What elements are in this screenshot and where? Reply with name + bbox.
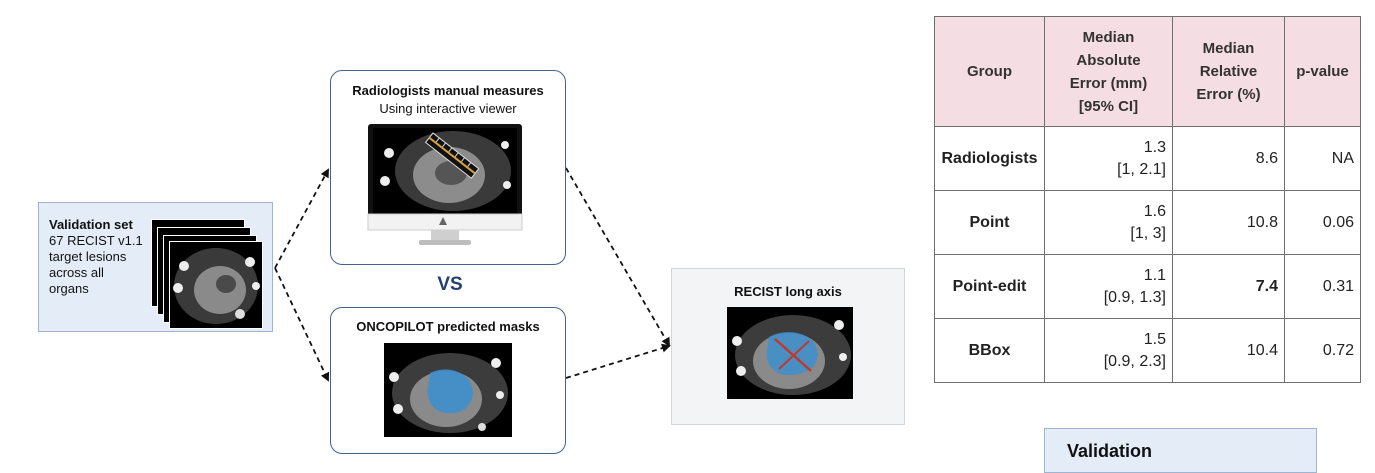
- monitor-icon: [367, 124, 523, 245]
- group-cell: Radiologists: [934, 126, 1045, 191]
- validation-legend-title: Validation: [1067, 441, 1153, 461]
- validation-set-box: Validation set 67 RECIST v1.1 target les…: [38, 202, 273, 332]
- header-p-value: p-value: [1284, 16, 1361, 127]
- arrow-oncopilot-to-recist: [565, 343, 671, 379]
- validation-legend-box: Validation: [1044, 428, 1317, 473]
- abs-error-cell: 1.1[0.9, 1.3]: [1044, 254, 1173, 319]
- abs-error-cell: 1.3[1, 2.1]: [1044, 126, 1173, 191]
- group-cell: Point-edit: [934, 254, 1045, 319]
- radiologists-box-title: Radiologists manual measures: [352, 83, 544, 98]
- relative-error-cell: 10.4: [1172, 318, 1285, 383]
- radiologists-box: Radiologists manual measures Using inter…: [330, 70, 566, 265]
- p-value-cell: 0.72: [1284, 318, 1361, 383]
- arrow-radiologists-to-recist: [565, 167, 671, 347]
- arrow-to-oncopilot: [274, 267, 330, 382]
- best-abs-value: 1.1: [1143, 266, 1166, 284]
- relative-error-cell: 10.8: [1172, 190, 1285, 255]
- validation-set-line: 67 RECIST v1.1: [49, 233, 143, 248]
- group-cell: Point: [934, 190, 1045, 255]
- validation-set-text: Validation set 67 RECIST v1.1 target les…: [49, 217, 149, 297]
- validation-set-line: organs: [49, 281, 89, 296]
- abs-error-cell: 1.5[0.9, 2.3]: [1044, 318, 1173, 383]
- validation-set-line: across all: [49, 265, 104, 280]
- table-row: BBox 1.5[0.9, 2.3] 10.4 0.72: [934, 318, 1361, 383]
- header-group: Group: [934, 16, 1045, 127]
- radiologists-box-subtitle: Using interactive viewer: [379, 101, 517, 116]
- recist-axis-image: [727, 307, 853, 399]
- ruler-icon: [424, 132, 480, 179]
- abs-error-cell: 1.6[1, 3]: [1044, 190, 1173, 255]
- p-value-cell: 0.06: [1284, 190, 1361, 255]
- validation-set-line: target lesions: [49, 249, 127, 264]
- relative-error-cell: 7.4: [1172, 254, 1285, 319]
- oncopilot-box-title: ONCOPILOT predicted masks: [356, 319, 540, 334]
- group-cell: BBox: [934, 318, 1045, 383]
- relative-error-cell: 8.6: [1172, 126, 1285, 191]
- p-value-cell: NA: [1284, 126, 1361, 191]
- table-row: Point-edit 1.1[0.9, 1.3] 7.4 0.31: [934, 254, 1361, 319]
- arrow-to-radiologists: [274, 168, 329, 269]
- validation-set-title: Validation set: [49, 217, 133, 232]
- recist-short-axis-icon: [778, 340, 810, 370]
- recist-box: RECIST long axis: [671, 268, 905, 425]
- vs-label: VS: [437, 274, 463, 295]
- table-row: Radiologists 1.3[1, 2.1] 8.6 NA: [934, 126, 1361, 191]
- table-row: Point 1.6[1, 3] 10.8 0.06: [934, 190, 1361, 255]
- p-value-cell: 0.31: [1284, 254, 1361, 319]
- ct-scan-stack-icon: [169, 241, 263, 329]
- recist-box-title: RECIST long axis: [734, 284, 842, 299]
- oncopilot-box: ONCOPILOT predicted masks: [330, 307, 566, 454]
- segmentation-mask-image: [384, 343, 512, 437]
